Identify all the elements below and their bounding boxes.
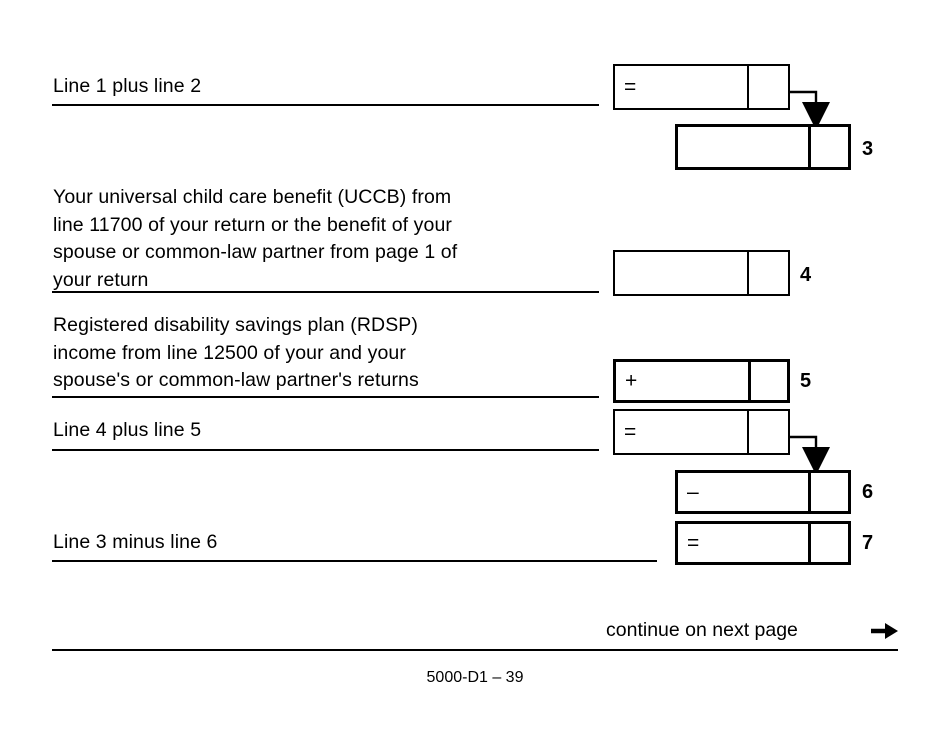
- footer-divider-rule: [52, 649, 898, 651]
- connector-arrow-to-line-3: [788, 90, 830, 130]
- rule-rdsp-income: [52, 396, 599, 398]
- operator-plus: +: [625, 369, 638, 393]
- operator-equals: =: [624, 75, 637, 99]
- line-number-3: 3: [862, 138, 874, 160]
- label-line-3-minus-line-6: Line 3 minus line 6: [53, 531, 218, 553]
- rule-line-4-plus-line-5: [52, 449, 599, 451]
- amount-box-line-4-plus-line-5[interactable]: =: [613, 409, 790, 455]
- amount-value-dollars[interactable]: [639, 411, 749, 453]
- amount-value-dollars[interactable]: [684, 127, 810, 167]
- label-line-4-plus-line-5: Line 4 plus line 5: [53, 419, 202, 441]
- amount-value-dollars[interactable]: [621, 252, 749, 294]
- line-number-6: 6: [862, 481, 874, 503]
- rule-uccb-benefit: [52, 291, 599, 293]
- amount-box-line-5[interactable]: +: [613, 359, 790, 403]
- operator-equals: =: [624, 420, 637, 444]
- form-page-identifier: 5000-D1 – 39: [426, 669, 524, 686]
- box-divider: [747, 252, 749, 294]
- rule-line-1-plus-line-2: [52, 104, 599, 106]
- connector-arrow-to-line-6: [788, 435, 830, 475]
- box-divider: [808, 524, 811, 562]
- amount-value-dollars[interactable]: [640, 362, 750, 400]
- line-number-5: 5: [800, 370, 812, 392]
- box-divider: [808, 473, 811, 511]
- operator-minus: –: [687, 480, 699, 504]
- line-number-7: 7: [862, 532, 874, 554]
- amount-box-line-7[interactable]: =: [675, 521, 851, 565]
- amount-value-dollars[interactable]: [702, 524, 810, 562]
- arrow-right-icon: [871, 623, 898, 639]
- amount-box-line-6[interactable]: –: [675, 470, 851, 514]
- amount-box-line-1-plus-line-2[interactable]: =: [613, 64, 790, 110]
- amount-value-dollars[interactable]: [702, 473, 810, 511]
- amount-value-dollars[interactable]: [639, 66, 749, 108]
- rule-line-3-minus-line-6: [52, 560, 657, 562]
- operator-equals: =: [687, 531, 700, 555]
- label-uccb-benefit: Your universal child care benefit (UCCB)…: [53, 186, 458, 291]
- line-number-4: 4: [800, 264, 812, 286]
- label-line-1-plus-line-2: Line 1 plus line 2: [53, 75, 202, 97]
- box-divider: [748, 362, 751, 400]
- amount-box-line-3[interactable]: [675, 124, 851, 170]
- box-divider: [747, 66, 749, 108]
- box-divider: [808, 127, 811, 167]
- box-divider: [747, 411, 749, 453]
- label-rdsp-income: Registered disability savings plan (RDSP…: [53, 314, 419, 391]
- continue-next-page-note: continue on next page: [606, 619, 798, 641]
- amount-box-line-4[interactable]: [613, 250, 790, 296]
